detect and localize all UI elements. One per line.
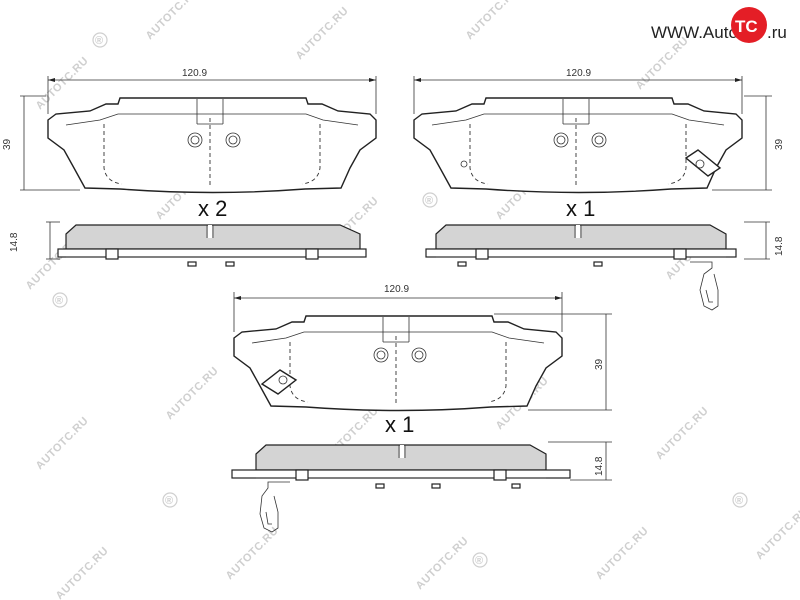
site-logo[interactable]: WWW.Auto TC .ru xyxy=(651,7,787,43)
wear-sensor-clip-icon xyxy=(260,369,298,395)
wear-sensor-spring-icon xyxy=(259,481,290,533)
watermark-layer: AUTOTC.RU AUTOTC.RU AUTOTC.RU AUTOTC.RU AUTO… xyxy=(24,0,800,600)
pad-top-left-dimensions: 120.9 39 xyxy=(2,68,377,191)
pad-top-left-side-view: 14.8 xyxy=(9,221,367,267)
watermark-text: AUTOTC.RU xyxy=(634,35,691,92)
pad-top-right-height-label: 39 xyxy=(774,138,785,150)
pad-top-right: 120.9 39 x 1 14.8 xyxy=(413,68,785,311)
watermark-text: AUTOTC.RU xyxy=(414,535,471,592)
watermark-text: AUTOTC.RU xyxy=(34,415,91,472)
registered-mark-text: ® xyxy=(95,35,104,47)
watermark-text: AUTOTC.RU xyxy=(164,365,221,422)
pad-bottom-center: 120.9 39 x 1 14.8 xyxy=(231,284,612,533)
pad-top-right-side-view: 14.8 xyxy=(425,221,785,311)
pad-top-right-quantity: x 1 xyxy=(566,196,595,221)
pad-bottom-center-face-view xyxy=(233,315,563,412)
wear-sensor-spring-icon xyxy=(690,261,719,311)
registered-mark-text: ® xyxy=(735,495,744,507)
registered-mark-icon xyxy=(92,32,108,48)
watermark-text: AUTOTC.RU xyxy=(144,0,201,42)
watermark-text: AUTOTC.RU xyxy=(654,405,711,462)
pad-top-left-width-label: 120.9 xyxy=(182,68,207,79)
watermark-text: AUTOTC.RU xyxy=(464,0,521,42)
pad-top-right-face-view xyxy=(413,97,743,194)
registered-mark-icon xyxy=(472,552,488,568)
registered-mark-text: ® xyxy=(475,555,484,567)
logo-highlight: TC xyxy=(735,17,758,36)
pad-bottom-center-side-view: 14.8 xyxy=(231,441,612,533)
pad-top-left-face-view xyxy=(47,97,377,194)
logo-suffix: .ru xyxy=(767,23,787,42)
watermark-text: AUTOTC.RU xyxy=(294,5,351,62)
registered-mark-text: ® xyxy=(165,495,174,507)
pad-bottom-center-dimensions: 120.9 39 xyxy=(233,284,612,411)
watermark-text: AUTOTC.RU xyxy=(54,545,111,600)
pad-bottom-center-thickness-label: 14.8 xyxy=(594,456,605,476)
registered-mark-text: ® xyxy=(425,195,434,207)
pad-top-left-thickness-label: 14.8 xyxy=(9,232,20,252)
registered-mark-icon xyxy=(422,192,438,208)
pad-top-right-thickness-label: 14.8 xyxy=(774,236,785,256)
watermark-text: AUTOTC.RU xyxy=(594,525,651,582)
watermark-text: AUTOTC.RU xyxy=(34,55,91,112)
registered-mark-icon xyxy=(162,492,178,508)
pad-top-right-dimensions: 120.9 39 xyxy=(413,68,785,191)
watermark-text: AUTOTC.RU xyxy=(224,525,281,582)
logo-badge-icon xyxy=(731,7,767,43)
wear-sensor-clip-icon xyxy=(684,149,722,177)
pad-bottom-center-height-label: 39 xyxy=(594,358,605,370)
registered-mark-text: ® xyxy=(55,295,64,307)
pad-top-left-height-label: 39 xyxy=(2,138,13,150)
pad-bottom-center-quantity: x 1 xyxy=(385,412,414,437)
registered-mark-icon xyxy=(52,292,68,308)
pad-bottom-center-width-label: 120.9 xyxy=(384,284,409,295)
watermark-text: AUTOTC.RU xyxy=(754,505,800,562)
logo-prefix: WWW.Auto xyxy=(651,23,738,42)
registered-mark-icon xyxy=(732,492,748,508)
pad-top-left-quantity: x 2 xyxy=(198,196,227,221)
pad-top-left: 120.9 39 x 2 14.8 xyxy=(2,68,377,267)
pad-top-right-width-label: 120.9 xyxy=(566,68,591,79)
